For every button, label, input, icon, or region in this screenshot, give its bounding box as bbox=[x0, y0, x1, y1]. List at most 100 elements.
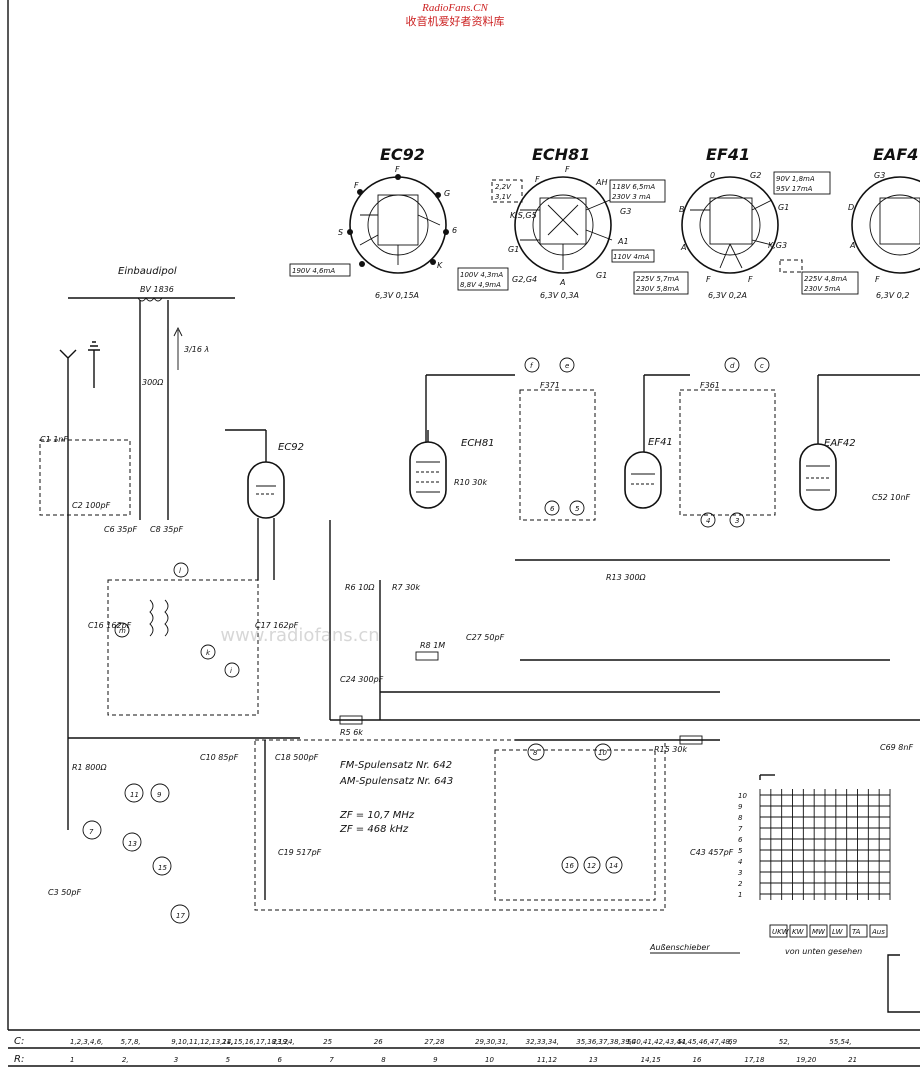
pinout-ech81-box1: 118V 6,5mA bbox=[612, 183, 655, 191]
r5-label: R5 6k bbox=[340, 728, 363, 737]
c43-label: C43 457pF bbox=[690, 848, 734, 857]
f361-label: F361 bbox=[700, 381, 720, 390]
c18-label: C18 500pF bbox=[275, 753, 319, 762]
switch-button-label: MW bbox=[812, 928, 826, 936]
c-row-entry: 55,54, bbox=[829, 1038, 851, 1046]
c-row-entry: 51 bbox=[678, 1038, 687, 1046]
switch-button-aus[interactable] bbox=[869, 924, 888, 938]
pinout-ech81: ECH81 2,2V 3,1V 118V 6,5mA 230V 3 mA 110… bbox=[457, 145, 666, 300]
svg-text:8: 8 bbox=[533, 749, 538, 757]
svg-text:K: K bbox=[437, 261, 443, 270]
pinout-ef41-box1: 90V 1,8mA bbox=[776, 175, 815, 183]
switch-button-mw[interactable] bbox=[809, 924, 828, 938]
c-row-entry: 1,2,3,4,6, bbox=[70, 1038, 103, 1046]
svg-text:F: F bbox=[706, 275, 711, 284]
r-row-entry: 7 bbox=[329, 1056, 334, 1064]
c-row-entry: 32,33,34, bbox=[526, 1038, 559, 1046]
svg-text:7: 7 bbox=[89, 828, 94, 836]
c27-label: C27 50pF bbox=[466, 633, 505, 642]
c-row-label: C: bbox=[14, 1036, 24, 1047]
r1-label: R1 800Ω bbox=[72, 763, 107, 772]
r-row-entry: 14,15 bbox=[641, 1056, 662, 1064]
svg-text:6: 6 bbox=[452, 226, 457, 235]
switch-button-label: LW bbox=[832, 928, 844, 936]
matrix-row-label: 2 bbox=[738, 880, 743, 888]
c8-label: C8 35pF bbox=[150, 525, 183, 534]
r13-label: R13 300Ω bbox=[606, 573, 647, 582]
svg-text:13: 13 bbox=[128, 840, 137, 848]
r-row-entry: 1 bbox=[70, 1056, 74, 1064]
svg-text:12: 12 bbox=[587, 862, 596, 870]
svg-text:10: 10 bbox=[598, 749, 607, 757]
svg-text:4: 4 bbox=[706, 517, 710, 525]
c-row-entry: 26 bbox=[374, 1038, 383, 1046]
matrix-row-label: 3 bbox=[738, 869, 742, 877]
pinout-ech81-box4: 100V 4,3mA bbox=[460, 271, 503, 279]
r-row-entry: 21 bbox=[848, 1056, 857, 1064]
c-row-entry: 21, bbox=[222, 1038, 233, 1046]
r6-label: R6 10Ω bbox=[345, 583, 375, 592]
pinout-ech81-box2: 230V 3 mA bbox=[612, 193, 651, 201]
switch-button-kw[interactable] bbox=[789, 924, 808, 938]
svg-text:G3: G3 bbox=[874, 171, 885, 180]
matrix-row-label: 7 bbox=[738, 825, 743, 833]
svg-text:G: G bbox=[444, 189, 450, 198]
tube-ec92-label: EC92 bbox=[278, 442, 304, 453]
svg-text:d: d bbox=[730, 362, 735, 370]
switch-button-lw[interactable] bbox=[829, 924, 848, 938]
pinout-ef41-box2: 95V 17mA bbox=[776, 185, 813, 193]
svg-text:G1: G1 bbox=[596, 271, 607, 280]
svg-text:15: 15 bbox=[158, 864, 167, 872]
pinout-ec92-heater: 6,3V 0,15A bbox=[375, 291, 419, 300]
matrix-row-label: 9 bbox=[738, 803, 743, 811]
tube-eaf42-label: EAF42 bbox=[824, 438, 856, 449]
pinout-ech81-v1: 2,2V bbox=[495, 183, 512, 191]
r-row-entry: 9 bbox=[433, 1056, 438, 1064]
svg-text:G2: G2 bbox=[750, 171, 761, 180]
switch-button-ta[interactable] bbox=[849, 924, 868, 938]
svg-text:0: 0 bbox=[710, 171, 715, 180]
svg-text:11: 11 bbox=[130, 791, 139, 799]
c1-label: C1 1nF bbox=[40, 435, 68, 444]
svg-text:G1: G1 bbox=[508, 245, 519, 254]
switch-button-label: Aus bbox=[871, 928, 885, 936]
svg-text:S: S bbox=[338, 228, 343, 237]
dipole-label: Einbaudipol bbox=[118, 266, 177, 277]
pinout-eaf4-heater: 6,3V 0,2 bbox=[876, 291, 909, 300]
c-row-entry: 35,36,37,38,39,40,41,42,43,44,45,46,47,4… bbox=[576, 1038, 732, 1046]
svg-text:D: D bbox=[848, 203, 854, 212]
r-row-entry: 10 bbox=[485, 1056, 494, 1064]
pinout-ef41-box3: 225V 5,7mA bbox=[636, 275, 679, 283]
svg-text:e: e bbox=[565, 362, 569, 370]
pinout-ef41-heater: 6,3V 0,2A bbox=[708, 291, 747, 300]
svg-text:A: A bbox=[680, 243, 686, 252]
c24-label: C24 300pF bbox=[340, 675, 384, 684]
r7-label: R7 30k bbox=[392, 583, 420, 592]
c52-label: C52 10nF bbox=[872, 493, 911, 502]
svg-text:i: i bbox=[230, 667, 232, 675]
quarter-wave-label: 3/16 λ bbox=[184, 345, 209, 354]
c69-label: C69 8nF bbox=[880, 743, 913, 752]
c10-label: C10 85pF bbox=[200, 753, 239, 762]
c3-label: C3 50pF bbox=[48, 888, 81, 897]
pinout-ef41-label: EF41 bbox=[706, 145, 750, 164]
r-row-entry: 8 bbox=[381, 1056, 386, 1064]
svg-text:G3: G3 bbox=[620, 207, 631, 216]
tube-eaf42: EAF42 bbox=[799, 374, 920, 511]
svg-text:AH: AH bbox=[595, 178, 608, 187]
svg-text:G2,G4: G2,G4 bbox=[512, 275, 537, 284]
c16-label: C16 162pF bbox=[88, 621, 132, 630]
switch-button-ukw[interactable] bbox=[769, 924, 788, 938]
r-row-label: R: bbox=[14, 1054, 24, 1065]
svg-text:m: m bbox=[119, 627, 126, 635]
switch-button-label: TA bbox=[852, 928, 861, 936]
svg-text:14: 14 bbox=[609, 862, 618, 870]
c6-label: C6 35pF bbox=[104, 525, 137, 534]
zf-fm-label: ZF = 10,7 MHz bbox=[339, 810, 415, 821]
c-row-entry: 52, bbox=[779, 1038, 790, 1046]
r-row-entry: 16 bbox=[693, 1056, 702, 1064]
svg-text:A: A bbox=[849, 241, 855, 250]
r-row-entry: 17,18 bbox=[744, 1056, 765, 1064]
ohm300-label: 300Ω bbox=[142, 378, 164, 387]
svg-text:l: l bbox=[179, 567, 181, 575]
